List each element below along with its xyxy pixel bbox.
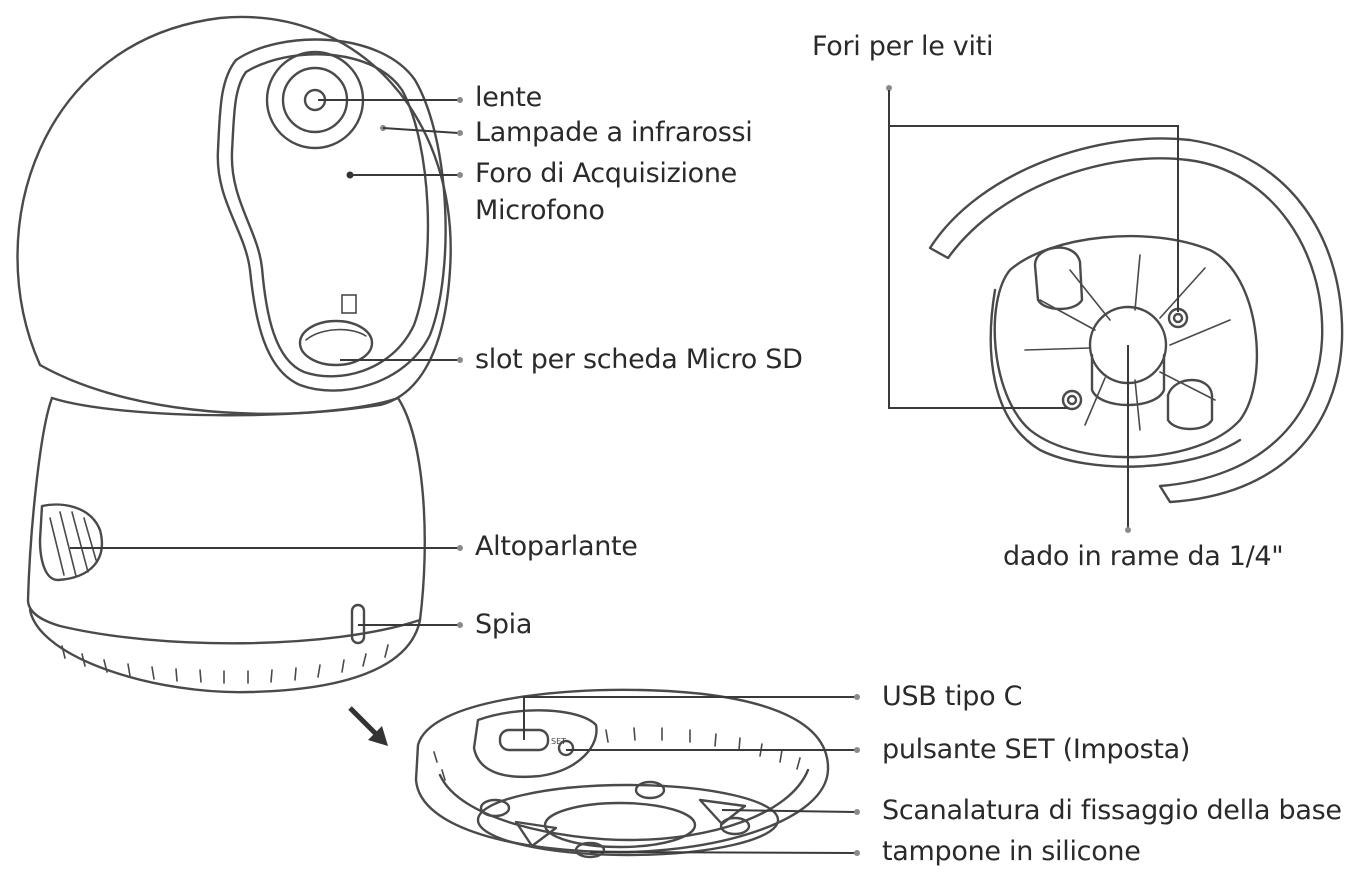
mount-plate-rim <box>989 288 1242 468</box>
wall-mount-illustration <box>928 137 1344 504</box>
sd-slot-opening <box>298 319 374 367</box>
base-groove-right <box>698 798 747 826</box>
camera-head-outline <box>16 15 452 415</box>
label-copper-nut: dado in rame da 1/4" <box>1003 541 1284 572</box>
silicone-pad <box>479 798 511 818</box>
base-bottom-outline <box>414 688 830 854</box>
silicone-pad <box>574 841 606 859</box>
camera-base-top-edge <box>50 396 400 417</box>
base-bottom-illustration <box>414 688 830 859</box>
callout-lines <box>70 85 1179 856</box>
label-speaker: Altoparlante <box>475 531 638 562</box>
mount-ring <box>476 783 780 857</box>
mount-knob <box>1033 246 1084 311</box>
camera-base-body <box>26 396 426 645</box>
label-sd-slot: slot per scheda Micro SD <box>475 344 803 375</box>
label-mic-line2: Microfono <box>475 195 605 226</box>
label-silicone-pad: tampone in silicone <box>882 836 1141 867</box>
base-side-vents <box>433 727 801 781</box>
silicone-pad <box>719 816 751 836</box>
camera-face-panel <box>216 38 447 392</box>
sd-card-icon <box>341 294 357 314</box>
mount-plate <box>993 234 1258 459</box>
set-mark-text: SET <box>551 737 566 746</box>
sd-slot-inner <box>305 328 367 341</box>
screw-hole-inner <box>1172 312 1184 324</box>
label-lens: lente <box>475 82 542 113</box>
mount-knob <box>1166 378 1214 431</box>
usb-port-housing <box>472 709 598 778</box>
camera-bottom-ring <box>28 608 422 694</box>
label-set-button: pulsante SET (Imposta) <box>882 734 1191 765</box>
label-usb: USB tipo C <box>882 681 1023 712</box>
bottom-vents <box>61 644 389 684</box>
silicone-pad <box>634 780 666 800</box>
base-groove-left <box>514 820 558 848</box>
camera-face-inner <box>230 53 430 378</box>
screw-hole-inner <box>1066 394 1078 406</box>
mount-center <box>543 801 697 849</box>
label-indicator: Spia <box>475 609 533 640</box>
camera-illustration <box>16 15 452 694</box>
screw-hole <box>1061 389 1083 411</box>
speaker-slots <box>49 511 97 577</box>
set-button <box>557 739 575 757</box>
mount-outer-arc <box>928 137 1344 504</box>
label-ir-lamps: Lampade a infrarossi <box>475 117 753 148</box>
arrow-icon <box>348 706 388 746</box>
speaker-grille <box>38 503 103 582</box>
label-screw-holes: Fori per le viti <box>812 31 994 62</box>
label-base-groove: Scanalatura di fissaggio della base <box>882 795 1342 826</box>
base-bottom-rim <box>438 768 810 842</box>
label-mic-line1: Foro di Acquisizione <box>475 158 737 189</box>
